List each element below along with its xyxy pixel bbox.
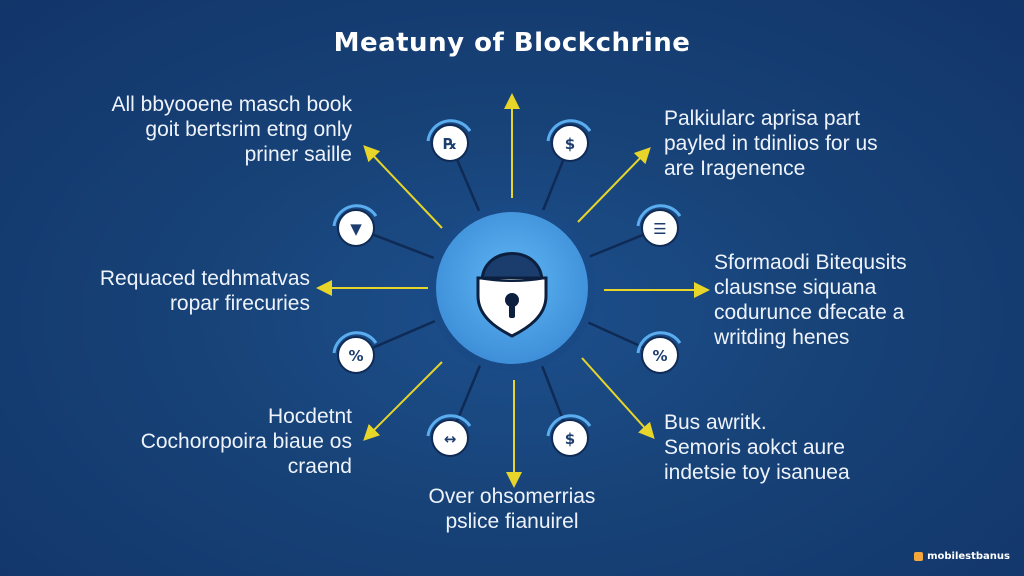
label-line: pslice fianuirel (445, 510, 579, 533)
label-bottom-right: Bus awritk. Semoris aokct aure indetsie … (664, 410, 964, 485)
label-line: Semoris aokct aure (664, 436, 845, 459)
list-icon: ☰ (636, 204, 682, 247)
page-title: Meatuny of Blockchrine (333, 28, 691, 58)
label-line: ropar firecuries (169, 292, 310, 315)
label-top-right: Palkiularc aprisa part payled in tdinlio… (664, 106, 984, 181)
watermark-logo-icon (914, 552, 924, 561)
label-mid-left: Requaced tedhmatvas ropar firecuries (20, 266, 310, 316)
connector-arrow (363, 145, 443, 229)
percent-icon: % (332, 331, 378, 374)
connector-arrow (577, 147, 651, 223)
label-line: Requaced tedhmatvas (99, 267, 310, 290)
svg-text:$: $ (565, 135, 575, 153)
label-mid-right: Sformaodi Bitequsits clausnse siquana co… (714, 250, 1004, 350)
exchange-icon: ↔ (426, 414, 472, 457)
svg-text:$: $ (565, 430, 575, 448)
svg-text:☰: ☰ (653, 220, 666, 238)
svg-text:▼: ▼ (350, 220, 362, 238)
watermark-text: mobilestbanus (927, 551, 1010, 562)
label-line: craend (287, 455, 352, 478)
label-line: Over ohsomerrias (428, 485, 596, 508)
label-bottom-left: Hocdetnt Cochoropoira biaue os craend (40, 404, 352, 479)
label-line: codurunce dfecate a (714, 301, 905, 324)
label-line: writding henes (714, 326, 850, 349)
dollar-icon: $ (546, 414, 592, 457)
percent-icon: % (636, 331, 682, 374)
watermark: mobilestbanus (914, 551, 1010, 562)
label-top-left: All bbyooene masch book goit bertsrim et… (40, 92, 353, 167)
connector-arrow (363, 361, 443, 441)
prescription-icon: ℞ (426, 119, 472, 162)
label-line: clausnse siquana (714, 276, 877, 299)
shield-icon: ▼ (332, 204, 378, 247)
label-line: priner saille (244, 143, 352, 166)
label-line: are Iragenence (664, 157, 806, 180)
svg-text:℞: ℞ (443, 135, 456, 153)
dollar-icon: $ (546, 119, 592, 162)
label-line: indetsie toy isanuea (664, 461, 850, 484)
label-bottom-center: Over ohsomerrias pslice fianuirel (372, 484, 652, 534)
svg-text:%: % (348, 347, 363, 365)
label-line: Sformaodi Bitequsits (714, 251, 907, 274)
connector-arrow (581, 357, 655, 439)
label-line: Palkiularc aprisa part (664, 107, 861, 130)
padlock-shield-icon (428, 204, 596, 372)
svg-text:↔: ↔ (444, 430, 457, 448)
label-line: Hocdetnt (267, 405, 352, 428)
label-line: Cochoropoira biaue os (140, 430, 352, 453)
label-line: Bus awritk. (664, 411, 767, 434)
svg-text:%: % (652, 347, 667, 365)
label-line: All bbyooene masch book (111, 93, 353, 116)
label-line: goit bertsrim etng only (145, 118, 352, 141)
label-line: payled in tdinlios for us (664, 132, 878, 155)
